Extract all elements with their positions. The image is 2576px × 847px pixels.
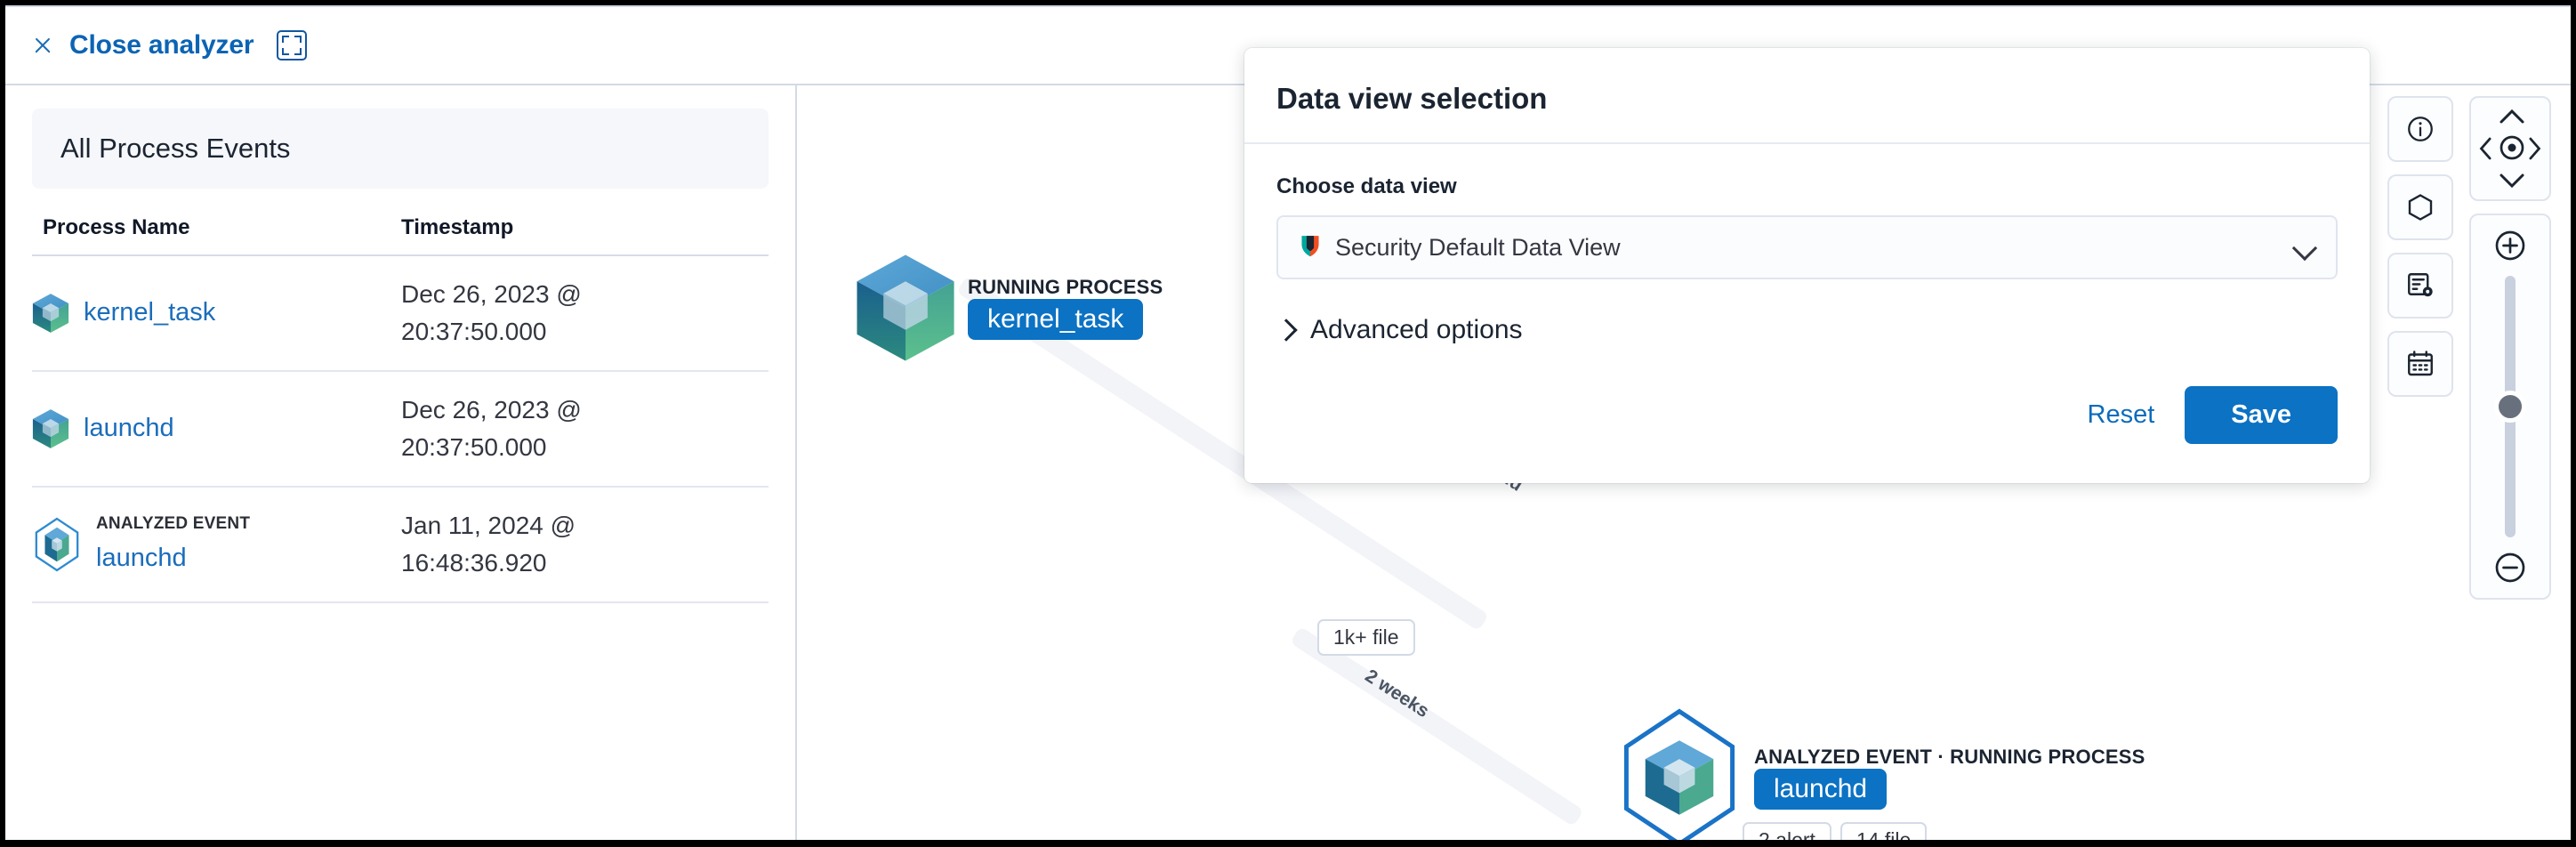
elastic-security-shield-icon xyxy=(1298,232,1323,263)
advanced-options-toggle[interactable]: Advanced options xyxy=(1276,315,2338,345)
column-header-timestamp: Timestamp xyxy=(401,215,514,239)
zoom-knob[interactable] xyxy=(2494,391,2526,423)
modal-title: Data view selection xyxy=(1276,82,1548,115)
analyzed-event-tag: ANALYZED EVENT xyxy=(96,514,251,533)
chevron-down-icon xyxy=(2500,173,2524,189)
zoom-track[interactable] xyxy=(2494,276,2526,537)
node-label-pill[interactable]: kernel_task xyxy=(968,299,1144,340)
process-events-panel: All Process Events Process Name Timestam… xyxy=(5,85,797,840)
chevron-down-icon[interactable] xyxy=(2293,236,2316,259)
modal-header: Data view selection xyxy=(1244,48,2370,144)
table-row[interactable]: ANALYZED EVENT launchd Jan 11, 2024 @ 16… xyxy=(32,487,769,602)
modal-footer: Reset Save xyxy=(1244,354,2370,483)
modal-body: Choose data view Security Default Data V… xyxy=(1244,144,2370,354)
graph-node-analyzed-event[interactable]: ANALYZED EVENT · RUNNING PROCESS launchd xyxy=(1615,701,2145,840)
graph-node-running-process[interactable]: RUNNING PROCESS kernel_task xyxy=(854,253,1163,363)
process-events-table: Process Name Timestamp xyxy=(32,215,769,603)
node-kind-label: RUNNING PROCESS xyxy=(968,276,1163,298)
advanced-options-label: Advanced options xyxy=(1310,315,1523,344)
chevron-up-icon xyxy=(2500,109,2524,124)
zoom-slider[interactable] xyxy=(2469,214,2551,600)
analyzer-topbar: Close analyzer xyxy=(5,5,2571,84)
graph-controls xyxy=(2387,96,2551,600)
timestamp-cell: Dec 26, 2023 @ 20:37:50.000 xyxy=(401,280,582,345)
edge-badge[interactable]: 1k+ file xyxy=(1317,619,1415,656)
panel-title-box: All Process Events xyxy=(32,109,769,189)
page-title: All Process Events xyxy=(60,133,291,164)
table-row[interactable]: kernel_task Dec 26, 2023 @ 20:37:50.000 xyxy=(32,255,769,371)
cube-icon xyxy=(32,293,69,334)
analyzer-window: Close analyzer All Process Events Proces… xyxy=(5,5,2571,840)
close-analyzer-button[interactable]: Close analyzer xyxy=(69,30,254,60)
node-badge-file[interactable]: 14 file xyxy=(1839,822,1928,840)
chevron-right-icon xyxy=(2529,137,2541,160)
close-icon[interactable] xyxy=(30,33,55,58)
graph-navigation xyxy=(2469,96,2551,600)
graph-tool-buttons xyxy=(2387,96,2453,600)
chevron-left-icon xyxy=(2479,137,2491,160)
cube-icon xyxy=(32,408,69,449)
process-name-link[interactable]: launchd xyxy=(84,414,174,443)
minus-circle-icon[interactable] xyxy=(2492,550,2528,585)
pan-pad[interactable] xyxy=(2469,96,2551,201)
table-header-row: Process Name Timestamp xyxy=(32,215,769,255)
process-name-link[interactable]: kernel_task xyxy=(84,298,216,327)
info-icon[interactable] xyxy=(2387,96,2453,162)
node-label-pill[interactable]: launchd xyxy=(1754,769,1888,810)
data-view-select-value: Security Default Data View xyxy=(1335,233,1621,261)
cube-icon xyxy=(854,253,957,363)
hexagon-icon[interactable] xyxy=(2387,174,2453,240)
save-button[interactable]: Save xyxy=(2185,386,2338,444)
timestamp-cell: Dec 26, 2023 @ 20:37:50.000 xyxy=(401,396,582,461)
calendar-icon[interactable] xyxy=(2387,331,2453,397)
process-name-link[interactable]: launchd xyxy=(96,543,187,572)
timestamp-cell: Jan 11, 2024 @ 16:48:36.920 xyxy=(401,512,576,577)
cube-hexagon-icon xyxy=(1615,701,1743,840)
edge-badge-group: 1k+ file xyxy=(1317,619,1415,656)
cube-hexagon-icon xyxy=(32,517,82,572)
schema-settings-icon[interactable] xyxy=(2387,253,2453,319)
node-badge-alert[interactable]: 2 alert xyxy=(1743,822,1831,840)
choose-data-view-label: Choose data view xyxy=(1276,174,1457,198)
table-row[interactable]: launchd Dec 26, 2023 @ 20:37:50.000 xyxy=(32,371,769,487)
data-view-selection-modal: Data view selection Choose data view Sec… xyxy=(1244,48,2370,483)
center-target-icon xyxy=(2500,135,2524,160)
reset-button[interactable]: Reset xyxy=(2087,400,2155,429)
column-header-process-name: Process Name xyxy=(43,215,190,239)
chevron-right-icon xyxy=(1276,320,1296,340)
plus-circle-icon[interactable] xyxy=(2492,228,2528,263)
expand-fullscreen-icon[interactable] xyxy=(277,30,308,60)
data-view-select[interactable]: Security Default Data View xyxy=(1276,215,2338,279)
node-badge-group: 2 alert 14 file xyxy=(1743,822,1928,840)
node-kind-label: ANALYZED EVENT · RUNNING PROCESS xyxy=(1754,746,2145,768)
graph-edge xyxy=(1290,625,1584,827)
